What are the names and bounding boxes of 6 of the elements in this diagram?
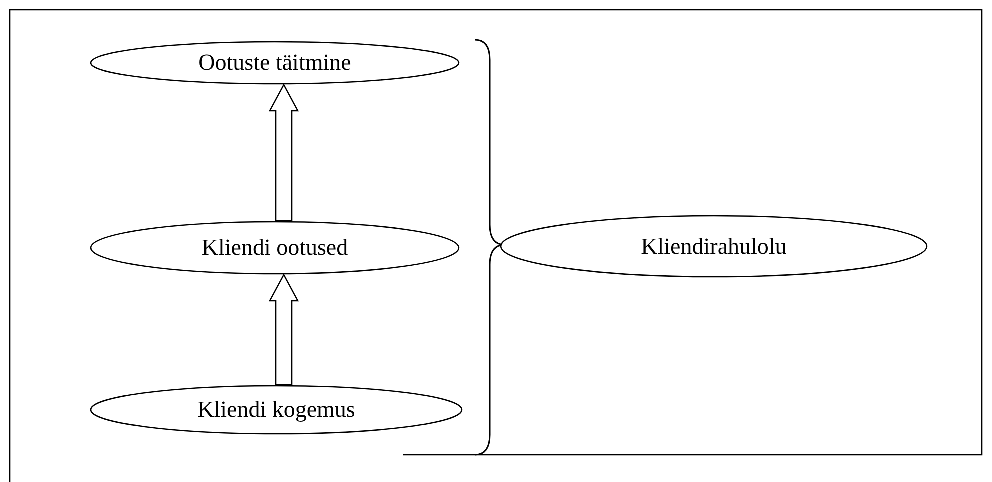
ellipse-node: Kliendi kogemus — [90, 385, 463, 435]
block-arrow — [268, 84, 300, 222]
ellipse-node: Ootuste täitmine — [90, 41, 460, 85]
ellipse-node: Kliendirahulolu — [500, 215, 928, 278]
block-arrow — [268, 274, 300, 386]
ellipse-node: Kliendi ootused — [90, 221, 460, 275]
